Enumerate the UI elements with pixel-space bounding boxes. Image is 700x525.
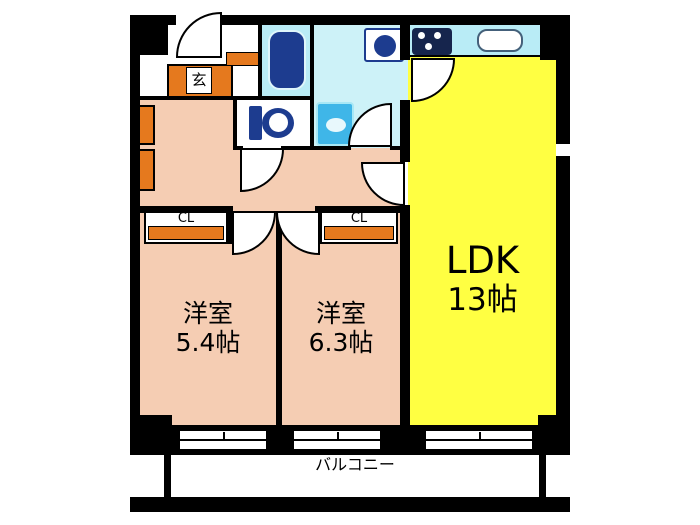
- pillar-bottom-right: [538, 415, 570, 455]
- window-sash-icon: [294, 439, 380, 441]
- washbasin-bowl-icon: [326, 118, 346, 132]
- wall-top: [130, 15, 570, 25]
- burner-icon: [425, 43, 432, 50]
- pillar-top-right: [540, 15, 570, 60]
- window-tick-icon: [337, 432, 339, 440]
- bedroom1-name: 洋室: [182, 299, 233, 328]
- toilet-bowl-icon: [262, 108, 294, 138]
- window-tick-icon: [479, 432, 481, 440]
- ldk-label: LDK 13帖: [410, 239, 555, 318]
- wall-bath-left: [258, 25, 262, 98]
- wall-ldk-west: [400, 100, 410, 162]
- wall-bath-washroom: [310, 25, 314, 148]
- balcony-wall-left: [164, 452, 171, 502]
- wall-ldk-west: [400, 25, 410, 60]
- bedroom2-name: 洋室: [315, 299, 366, 328]
- balcony-wall-right: [539, 452, 546, 502]
- balcony-window: [424, 429, 534, 451]
- bedroom2-label: 洋室 6.3帖: [282, 299, 400, 358]
- bedroom2-size: 6.3帖: [308, 327, 374, 357]
- wall-between-bedrooms: [276, 211, 282, 425]
- closet-right-label: CL: [350, 211, 368, 226]
- closet-door-icon: [324, 226, 394, 240]
- wall-sanitary-bottom: [281, 146, 351, 150]
- pillar-bottom-left: [130, 415, 172, 455]
- wall-toilet-left: [233, 98, 237, 148]
- wall-toilet-top: [140, 96, 312, 100]
- storage-cabinet-icon: [226, 52, 260, 66]
- entrance-label: 玄: [191, 70, 207, 89]
- toilet-seat-icon: [269, 113, 288, 132]
- wall-sanitary-bottom: [390, 146, 408, 150]
- bedroom1-size: 5.4帖: [175, 327, 241, 357]
- toilet-tank-icon: [249, 106, 262, 140]
- entrance-label-box: 玄: [186, 67, 212, 94]
- window-sash-icon: [180, 439, 266, 441]
- bathtub-icon: [268, 30, 306, 90]
- stove-icon: [412, 28, 452, 55]
- balcony-window: [178, 429, 268, 451]
- wall-right: [556, 15, 570, 455]
- burner-icon: [434, 32, 441, 39]
- entrance-door-gap: [176, 15, 222, 25]
- balcony-wall-bottom: [130, 497, 570, 512]
- closet-left-label: CL: [177, 211, 195, 226]
- washing-machine-drum-icon: [374, 35, 396, 57]
- ldk-size: 13帖: [447, 281, 518, 318]
- pillar-top-left: [130, 15, 168, 55]
- burner-icon: [418, 32, 425, 39]
- wall-door-jamb: [228, 206, 233, 244]
- balcony-window: [292, 429, 382, 451]
- wall-ldk-west: [400, 205, 410, 425]
- wall-left: [130, 15, 140, 455]
- ldk-floor: [408, 25, 557, 425]
- ldk-name: LDK: [445, 239, 520, 282]
- wall-hall-rooms: [320, 206, 402, 213]
- balcony-label: バルコニー: [315, 455, 395, 474]
- window-sash-icon: [426, 439, 532, 441]
- bedroom1-label: 洋室 5.4帖: [140, 299, 276, 358]
- wall-hall-rooms: [140, 206, 230, 213]
- side-window: [556, 142, 570, 158]
- kitchen-sink-icon: [477, 29, 523, 52]
- washing-machine-icon: [364, 28, 404, 62]
- washbasin-icon: [316, 102, 354, 146]
- wall-sanitary-bottom: [233, 146, 243, 150]
- closet-door-icon: [148, 226, 224, 240]
- balcony-floor: [168, 452, 540, 498]
- window-tick-icon: [223, 432, 225, 440]
